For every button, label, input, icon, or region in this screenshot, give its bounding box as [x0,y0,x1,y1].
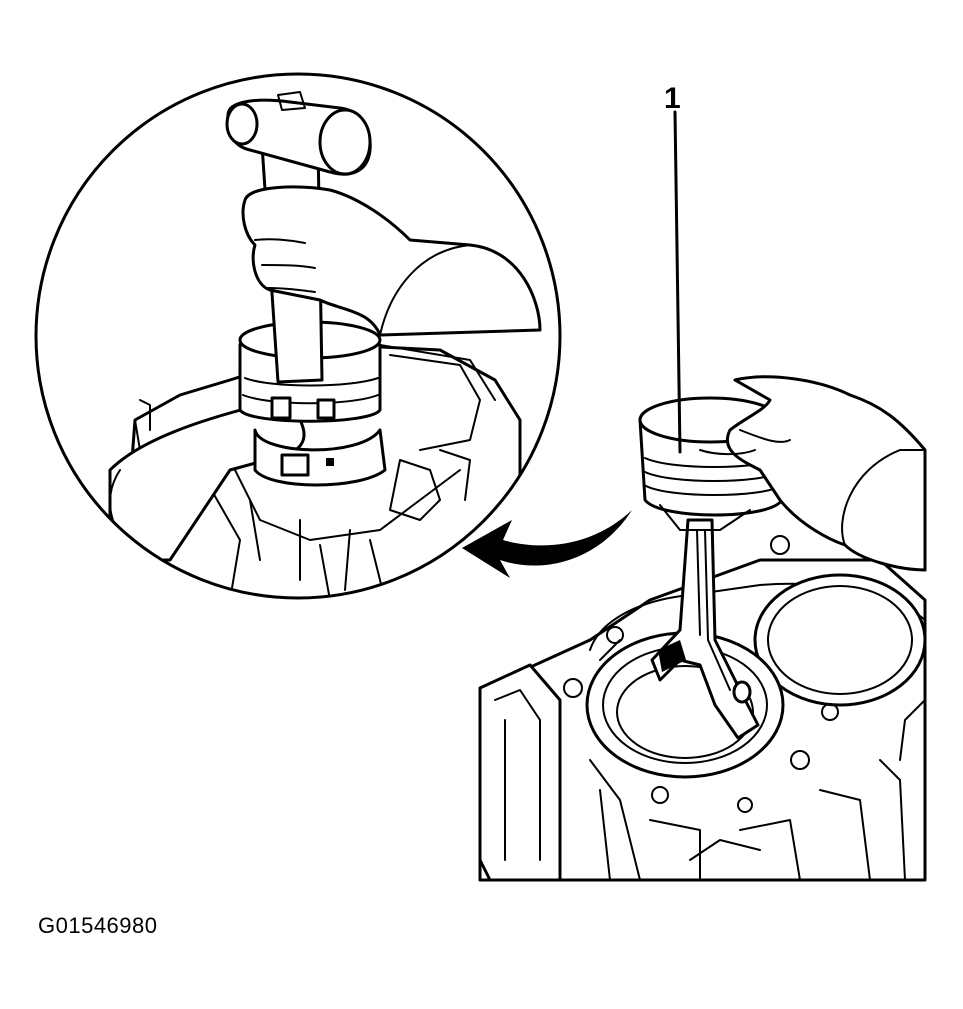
hammer-head [225,91,372,176]
hand-on-piston [725,375,927,572]
direction-arrow [462,510,632,578]
cylinder-bore-2 [753,573,927,707]
callout-leader-line [673,110,682,454]
detail-view-circle [34,72,562,600]
main-view-engine-block [478,535,927,882]
figure-code: G01546980 [38,913,158,938]
callout-number: 1 [664,82,681,115]
cylinder-bore-1 [585,631,785,779]
connecting-rod [650,518,760,740]
right-hand [241,185,542,337]
